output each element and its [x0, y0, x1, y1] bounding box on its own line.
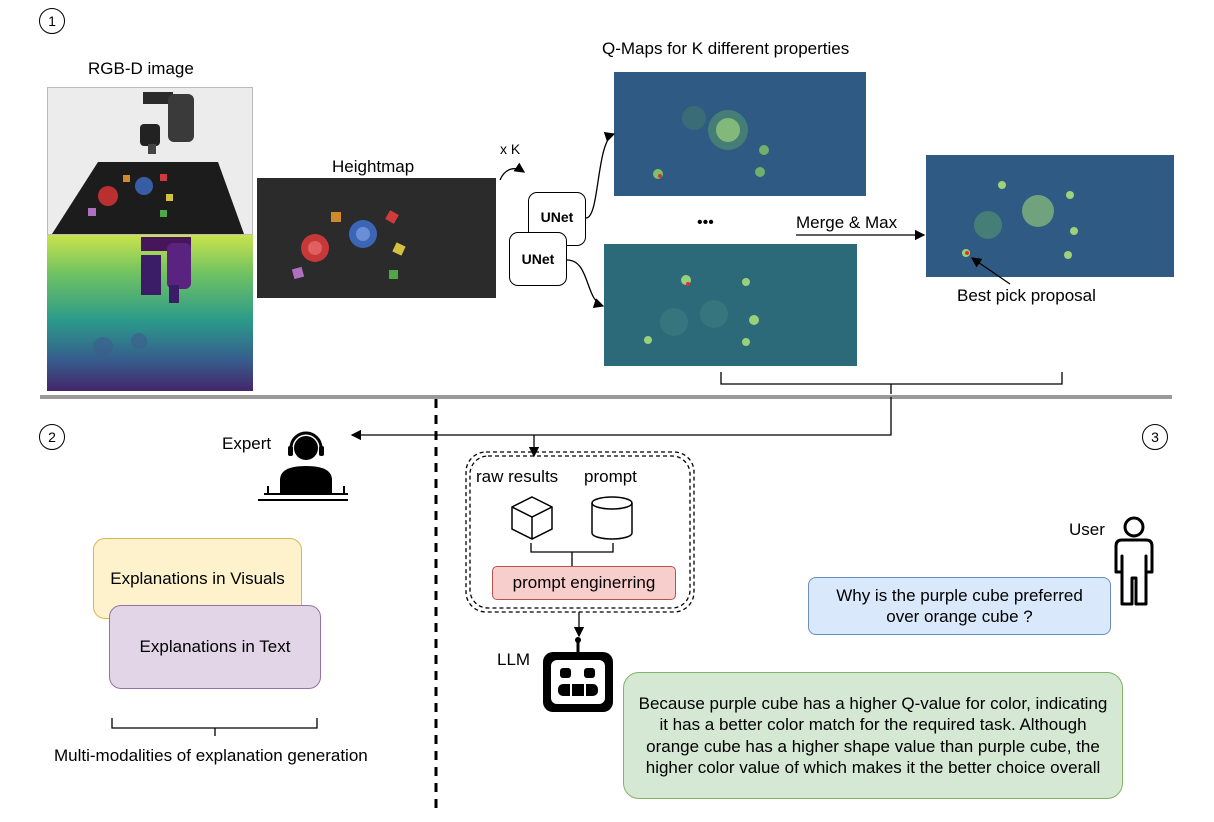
text-explanation-box: Explanations in Text [109, 605, 321, 689]
visual-explanation-label: Explanations in Visuals [110, 569, 285, 588]
qmap-top [614, 72, 866, 196]
robot-icon [538, 636, 616, 716]
prompt-engineering-box: prompt enginerring [492, 566, 676, 600]
multi-modality-caption: Multi-modalities of explanation generati… [54, 746, 368, 765]
depth-scene-graphic [93, 237, 191, 357]
rgbd-title: RGB-D image [88, 59, 194, 78]
database-icon [590, 495, 634, 541]
step-1-number: 1 [48, 13, 56, 29]
step-2-badge: 2 [39, 424, 65, 450]
user-icon [1111, 516, 1157, 608]
prompt-label: prompt [584, 467, 637, 486]
llm-label: LLM [497, 650, 531, 669]
text-explanation-label: Explanations in Text [139, 637, 291, 656]
expert-icon [258, 426, 354, 508]
qmaps-title: Q-Maps for K different properties [602, 39, 850, 58]
step-3-badge: 3 [1142, 424, 1168, 450]
depth-image [47, 235, 253, 391]
user-question-bubble: Why is the purple cube preferred over or… [808, 577, 1111, 635]
llm-answer-bubble: Because purple cube has a higher Q-value… [623, 672, 1123, 799]
rgb-scene-graphic [52, 92, 244, 234]
heightmap-scene-graphic [291, 210, 406, 280]
unet-block-front: UNet [509, 232, 567, 286]
user-label: User [1069, 520, 1105, 539]
qmap-bottom [604, 244, 857, 366]
raw-results-label: raw results [476, 467, 559, 486]
best-pick-label: Best pick proposal [957, 286, 1096, 305]
qmaps-ellipsis: ••• [697, 214, 714, 231]
expert-label: Expert [222, 434, 272, 453]
merge-max-label: Merge & Max [796, 213, 898, 232]
heightmap-image [257, 178, 496, 298]
qmap-bottom-graphic [644, 275, 759, 346]
llm-answer-text: Because purple cube has a higher Q-value… [638, 693, 1108, 778]
qmap-merged [926, 155, 1174, 277]
user-question-text: Why is the purple cube preferred over or… [836, 586, 1083, 626]
qmap-merged-graphic [962, 181, 1078, 259]
cube-icon [510, 495, 554, 541]
step-1-badge: 1 [39, 8, 65, 34]
unet-back-label: UNet [540, 209, 574, 225]
step-3-number: 3 [1151, 429, 1159, 445]
unet-front-label: UNet [521, 251, 555, 267]
rgb-image [47, 87, 253, 235]
step-2-number: 2 [48, 429, 56, 445]
heightmap-title: Heightmap [332, 157, 415, 176]
times-k-label: x K [500, 141, 521, 157]
prompt-engineering-label: prompt enginerring [512, 573, 656, 592]
qmap-top-graphic [653, 106, 769, 179]
